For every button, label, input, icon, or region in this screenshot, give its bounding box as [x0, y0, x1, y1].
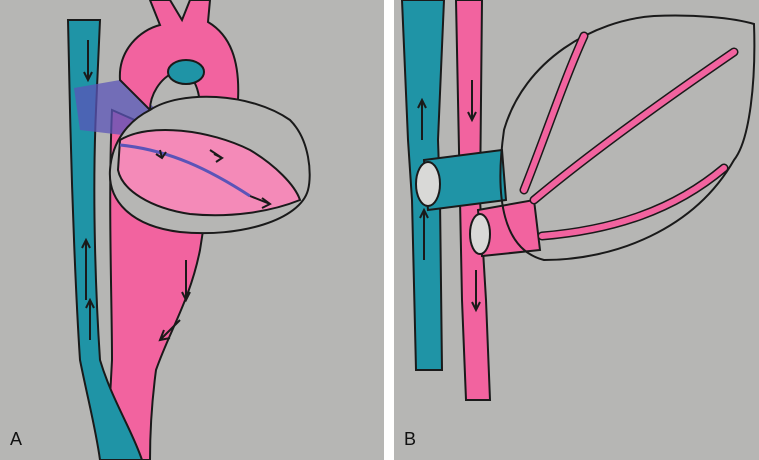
panel-a: A	[0, 0, 384, 460]
panel-label-a: A	[10, 429, 22, 450]
panel-a-drawing	[0, 0, 384, 460]
pink-branch-opening	[470, 214, 490, 254]
panel-b: B	[394, 0, 759, 460]
pulmonary-artery-stub	[168, 60, 204, 84]
blue-branch-opening	[416, 162, 440, 206]
panel-b-drawing	[394, 0, 759, 460]
panel-label-b: B	[404, 429, 416, 450]
panel-divider	[384, 0, 394, 460]
